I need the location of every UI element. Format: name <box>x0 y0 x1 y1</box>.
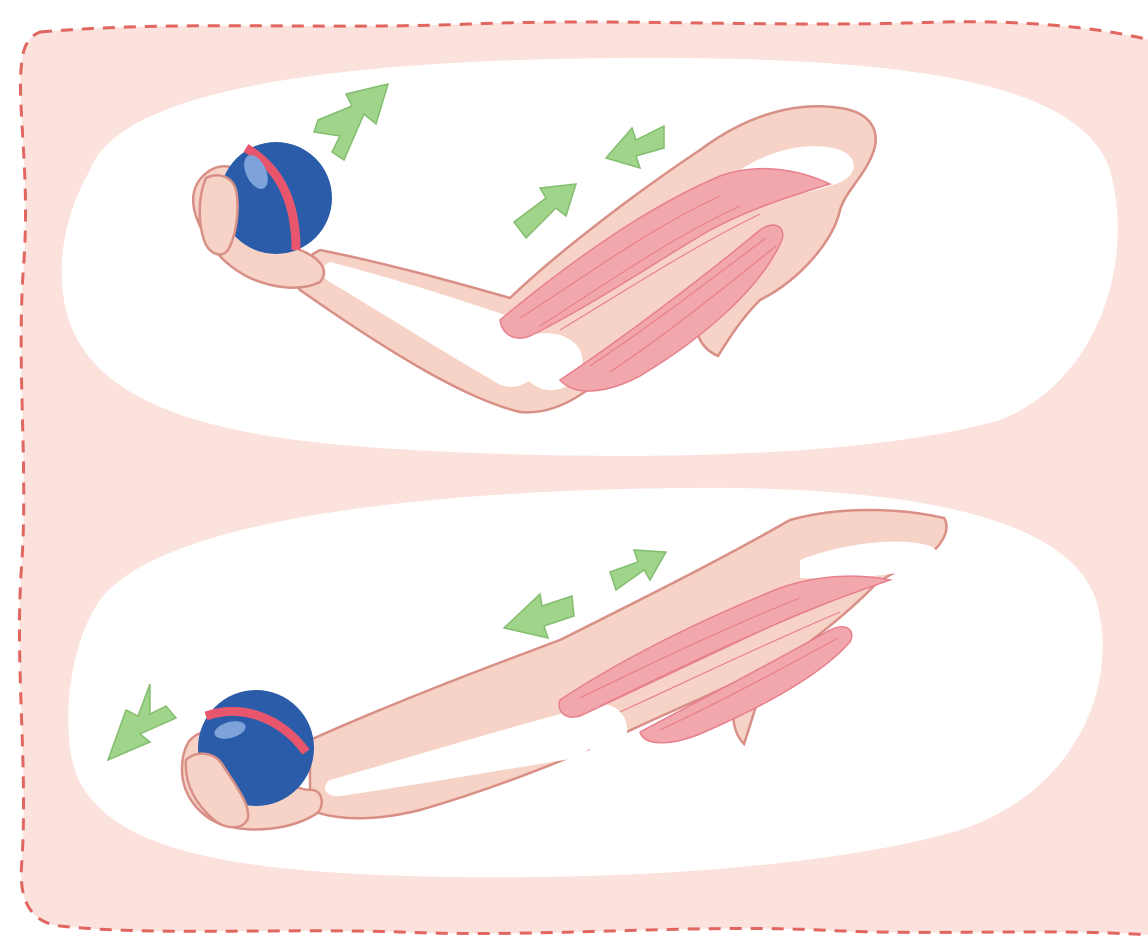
top-fingers <box>200 175 238 254</box>
